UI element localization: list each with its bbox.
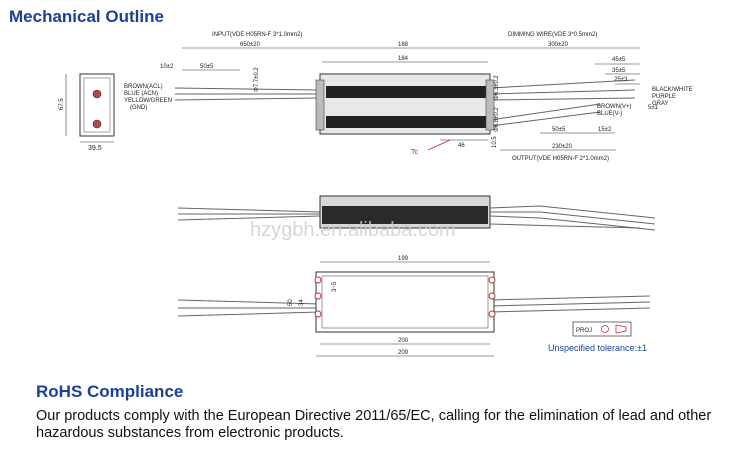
dim-200: 200	[398, 338, 409, 344]
dim-230: 230±20	[552, 144, 573, 150]
dim-25: 25±3	[614, 77, 628, 83]
dim-15: 15±2	[598, 127, 612, 133]
dim-50-right: 50±5	[552, 127, 566, 133]
section-title-mechanical: Mechanical Outline	[9, 7, 164, 26]
section-title-rohs: RoHS Compliance	[36, 382, 184, 401]
dim-650: 650±20	[240, 42, 261, 48]
dim-wire-label: GRAY	[652, 101, 669, 107]
dim-199: 199	[398, 256, 409, 262]
dim-wire-label: PURPLE	[652, 94, 676, 100]
proj-label: PROJ	[576, 328, 592, 334]
side-view	[177, 195, 656, 231]
dim-10: 10±2	[160, 64, 174, 70]
output-wire-label: BROWN(V+)	[597, 104, 632, 110]
dim-wire-label: BLACK/WHITE	[652, 87, 693, 93]
dim-35: 35±5	[612, 68, 626, 74]
tc-label: Tc	[411, 149, 419, 156]
dim-10-5: 10.5	[492, 136, 498, 148]
rohs-line-1: Our products comply with the European Di…	[36, 408, 712, 424]
dim-45: 45±5	[612, 57, 626, 63]
end-view-height: 67.5	[59, 98, 65, 110]
dim-209: 209	[398, 350, 409, 356]
input-wire-label: BROWN(ACL)	[124, 84, 163, 90]
dim-46: 46	[458, 143, 465, 149]
dim-3-5: 3~5	[332, 281, 338, 292]
dim-188: 188	[398, 42, 409, 48]
dimming-wire-label: DIMMING WIRE(VDE 3*0.5mm2)	[508, 32, 597, 38]
dim-phi7: Φ7.7±0.2	[254, 67, 260, 92]
dim-phi68: Φ6.8±0.2	[494, 107, 500, 132]
end-view: 67.5 39.5	[59, 73, 115, 152]
output-cable-label: OUTPUT(VDE H05RN-F 2*1.0mm2)	[512, 156, 609, 162]
dim-5: 5±1	[648, 105, 659, 111]
dim-34: 34	[299, 299, 305, 306]
dim-50-left: 50±5	[200, 64, 214, 70]
dim-phi63: Φ6.3±0.2	[494, 75, 500, 100]
dim-300: 300±20	[548, 42, 569, 48]
projection-circle-icon	[601, 325, 609, 333]
dim-50-bottom: 50	[288, 299, 294, 306]
top-view: INPUT(VDE H05RN-F 3*1.0mm2) DIMMING WIRE…	[160, 32, 693, 162]
input-cable-label: INPUT(VDE H05RN-F 3*1.0mm2)	[212, 32, 302, 38]
tolerance-note: Unspecified tolerance:±1	[548, 343, 647, 353]
input-wire-label: BLUE (ACN)	[124, 91, 158, 97]
rohs-line-2: hazardous substances from electronic pro…	[36, 425, 344, 441]
watermark: hzygbh.en.alibaba.com	[250, 219, 456, 241]
projection-cone-icon	[615, 324, 627, 334]
dim-184: 184	[398, 56, 409, 62]
bottom-view: 199 50 34 3~5 200 209 PROJ Unspecified t…	[177, 256, 651, 357]
output-wire-label: BLUE(V-)	[597, 111, 622, 117]
end-view-width: 39.5	[88, 145, 102, 152]
input-wire-label: (GND)	[130, 105, 147, 111]
input-wire-label: YELLOW/GREEN	[124, 98, 172, 104]
rohs-text: Our products comply with the European Di…	[36, 408, 736, 442]
